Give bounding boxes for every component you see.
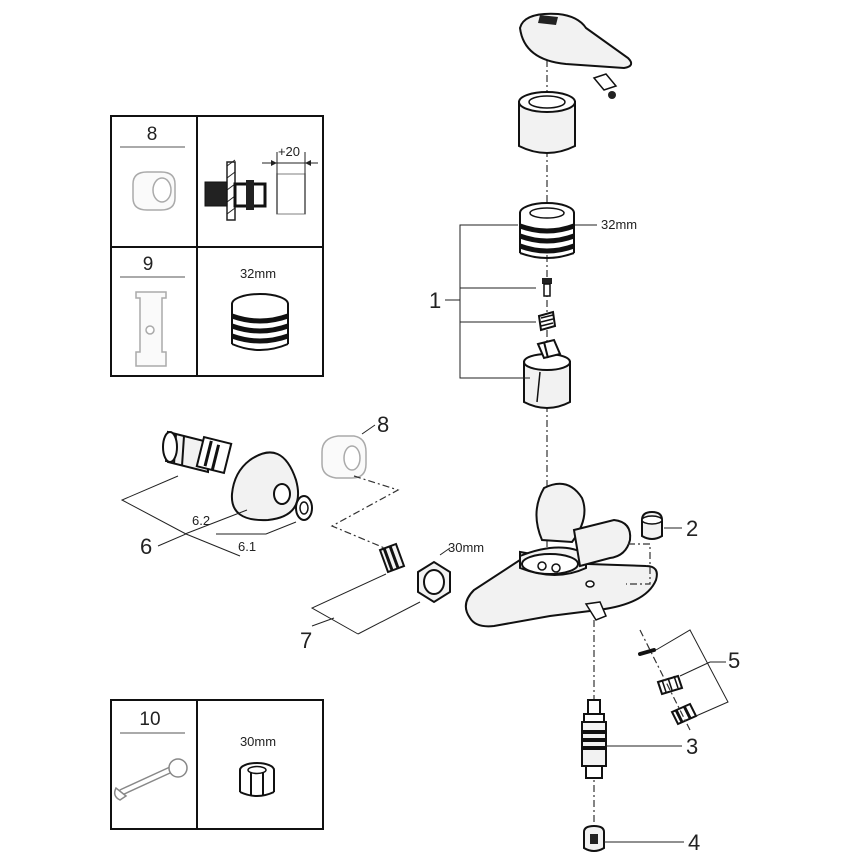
mixer-body <box>464 482 658 628</box>
part-6-leaders <box>120 475 297 557</box>
callout-part-6: 6 <box>140 534 152 559</box>
inset-item-8-number: 8 <box>147 124 158 145</box>
cartridge-wrench-tool-icon <box>135 291 167 367</box>
callout-part-1: 1 <box>429 288 441 313</box>
part-7-leaders <box>310 573 421 635</box>
nut-dimension: 30mm <box>448 540 484 555</box>
callout-part-8: 8 <box>377 412 389 437</box>
callout-part-3: 3 <box>686 734 698 759</box>
aerator-seal <box>638 648 656 656</box>
connection-nut <box>417 560 451 604</box>
inset-item-9-number: 9 <box>143 254 154 275</box>
inset-box-10: 10 30mm <box>110 699 324 830</box>
inset-item-9-dimension: 32mm <box>240 266 276 281</box>
adapter-fitting-optional <box>321 435 367 479</box>
diverter-spindle <box>581 699 607 779</box>
hex-nut-icon <box>239 762 275 797</box>
inset-item-10-number: 10 <box>139 709 160 730</box>
inset-item-8-dimension: +20 <box>278 144 300 159</box>
callout-part-6-1: 6.1 <box>238 539 256 554</box>
cartridge-nut <box>519 202 575 259</box>
callout-part-5: 5 <box>728 648 740 673</box>
callout-part-7: 7 <box>300 628 312 653</box>
adapter-fitting-icon <box>132 171 176 211</box>
connection-insert <box>378 542 406 574</box>
callout-part-6-2: 6.2 <box>192 513 210 528</box>
callout-part-4: 4 <box>688 830 700 855</box>
seal-washer <box>295 495 313 521</box>
diverter-nut <box>583 824 605 852</box>
escutcheon-cover <box>230 451 300 522</box>
lever-handle <box>518 12 633 99</box>
inset-box-8-9: 8 +20 9 32mm <box>110 115 324 377</box>
s-union-connector <box>162 430 233 475</box>
cover-sleeve <box>518 91 576 154</box>
wrench-icon <box>113 758 188 801</box>
aerator-housing <box>670 702 698 726</box>
small-insert <box>537 310 557 332</box>
mixing-cartridge <box>523 338 571 409</box>
aerator-insert <box>656 674 684 696</box>
diverter-knob-cap <box>641 510 663 540</box>
inset-item-10-dimension: 30mm <box>240 734 276 749</box>
cartridge-nut-dimension: 32mm <box>601 217 637 232</box>
threaded-ring-icon <box>231 293 289 351</box>
part-5-leaders <box>655 629 729 717</box>
part-1-bracket <box>445 224 536 379</box>
installation-depth-icon: +20 <box>204 144 318 221</box>
callout-part-2: 2 <box>686 516 698 541</box>
small-screw <box>542 278 552 297</box>
